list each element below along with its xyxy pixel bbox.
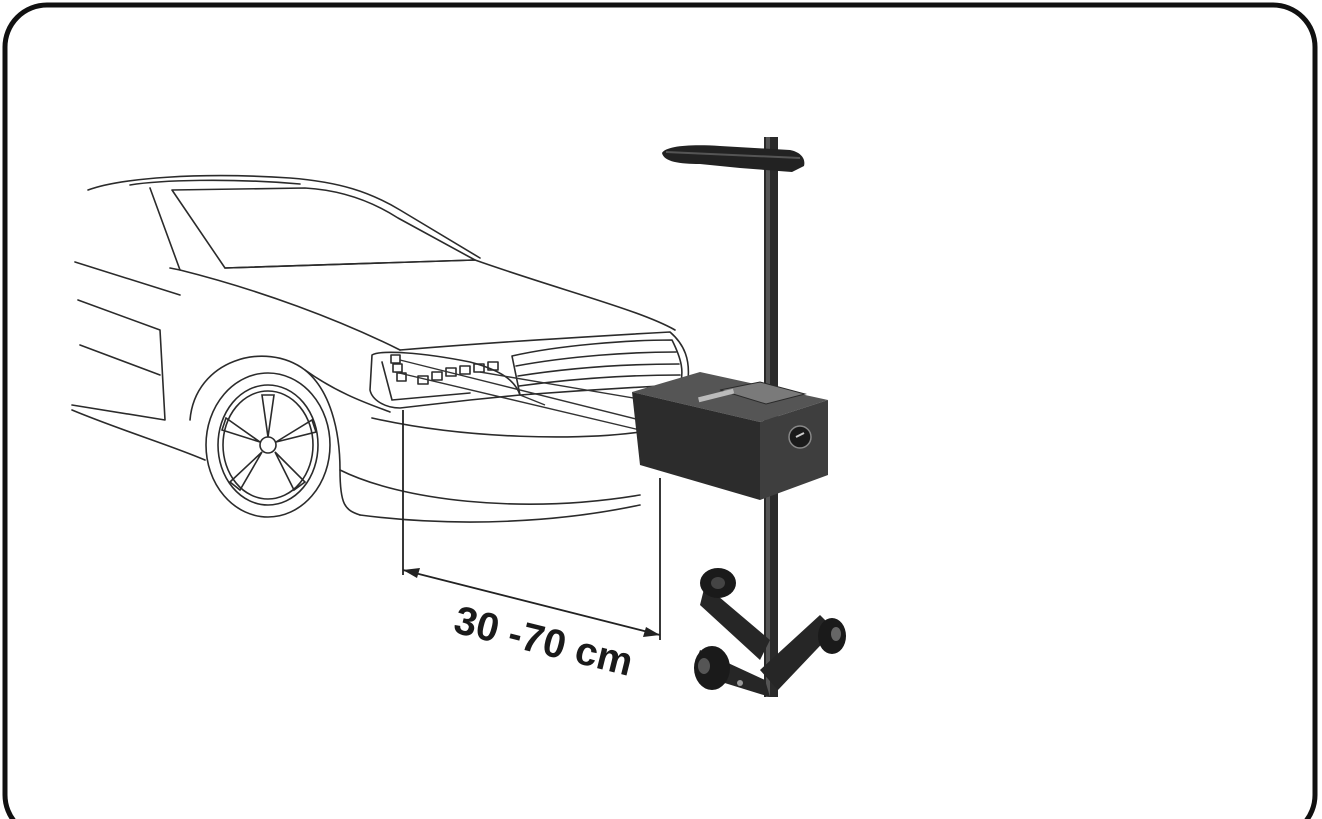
car-front-fender xyxy=(304,369,391,413)
car-door xyxy=(79,344,161,376)
car-headlight-inner xyxy=(381,361,471,401)
car-roof-inner xyxy=(129,179,301,186)
tester-knob-mark xyxy=(795,432,805,438)
car-side-line xyxy=(71,299,166,421)
led-1 xyxy=(390,354,401,364)
car-bumper-upper xyxy=(371,417,641,438)
led-5 xyxy=(431,371,443,381)
car-wheel xyxy=(205,372,331,518)
tester-wheel-front xyxy=(694,646,730,690)
car-hood-top xyxy=(224,259,676,331)
tester-box-label xyxy=(698,388,735,403)
grille-line-2 xyxy=(517,363,680,377)
tester-base-back-arm xyxy=(700,585,770,660)
tester-box-window xyxy=(719,381,807,405)
car-hood-front xyxy=(399,331,690,381)
car-illustration xyxy=(71,174,690,523)
dimension-arrow-left xyxy=(403,568,420,578)
tester-visor xyxy=(662,145,805,172)
led-9 xyxy=(487,361,499,371)
tester-wheel-right-hub xyxy=(831,627,841,641)
car-sill xyxy=(71,409,206,461)
headlight-tester xyxy=(632,137,846,697)
car-wheel-arch xyxy=(189,355,361,516)
car-windshield xyxy=(171,187,476,269)
tester-box-front xyxy=(632,392,760,500)
tester-wheel-front-hub xyxy=(698,658,710,674)
tester-base-bolt xyxy=(737,680,743,686)
car-side-upper xyxy=(74,261,181,296)
car-roof xyxy=(87,174,481,259)
dimension-indicator xyxy=(402,410,661,640)
car-bumper-lower xyxy=(339,469,641,505)
car-hood-edge xyxy=(179,269,401,351)
led-8 xyxy=(473,363,485,373)
tester-base-side-arm xyxy=(760,615,835,690)
tester-wheel-back-hub xyxy=(711,577,725,589)
dimension-line xyxy=(402,569,661,636)
grille-line-3 xyxy=(518,374,681,387)
tester-box-top xyxy=(632,372,828,422)
car-bumper-bottom xyxy=(359,504,641,523)
tester-box-side xyxy=(760,400,828,500)
tester-visor-edge xyxy=(665,151,801,159)
car-grille xyxy=(511,339,683,396)
dimension-arrow-right xyxy=(643,627,660,637)
tester-knob xyxy=(788,425,812,449)
grille-line-1 xyxy=(515,351,677,367)
light-beam xyxy=(394,359,646,431)
led-7 xyxy=(459,365,471,375)
